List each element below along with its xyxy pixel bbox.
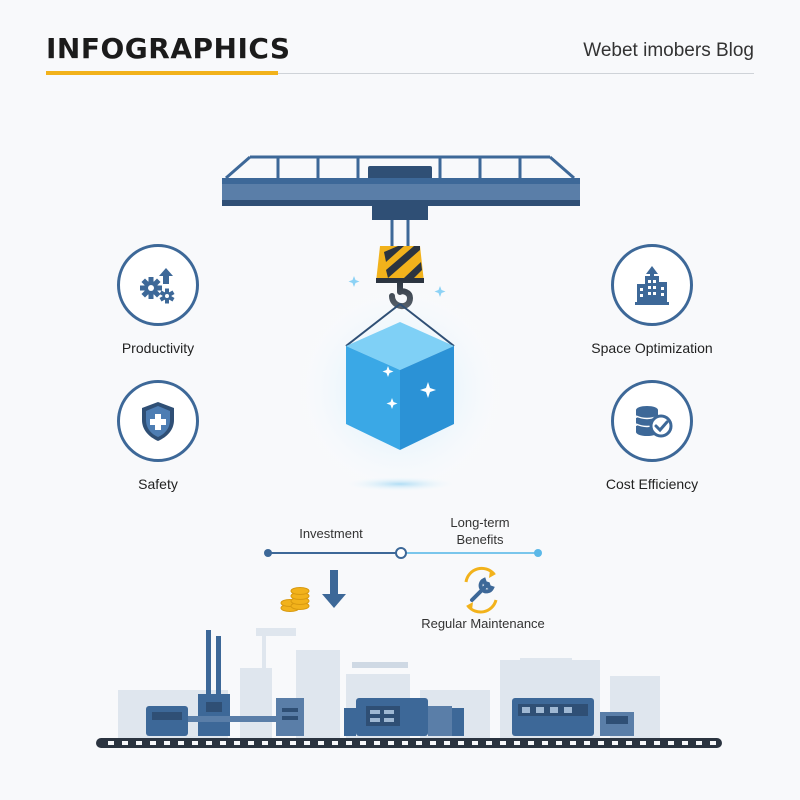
conveyor-roller [584, 741, 590, 745]
safety-circle [117, 380, 199, 462]
conveyor-roller [458, 741, 464, 745]
header-rule [46, 73, 754, 74]
conveyor-belt [96, 738, 722, 748]
conveyor-roller [332, 741, 338, 745]
conveyor-roller [262, 741, 268, 745]
conveyor-roller [528, 741, 534, 745]
conveyor-roller [486, 741, 492, 745]
timeline [264, 547, 542, 559]
conveyor-roller [696, 741, 702, 745]
conveyor-roller [318, 741, 324, 745]
factory-machines [146, 630, 634, 736]
long-term-line1: Long-term [450, 515, 510, 530]
arrow-down-icon [322, 570, 346, 608]
conveyor-roller [248, 741, 254, 745]
conveyor-roller [570, 741, 576, 745]
blog-name: Webet imobers Blog [583, 40, 754, 61]
conveyor-roller [500, 741, 506, 745]
cost-circle [611, 380, 693, 462]
conveyor-roller [150, 741, 156, 745]
cube-shadow [340, 476, 460, 492]
maintenance-label: Regular Maintenance [421, 616, 545, 631]
conveyor-roller [206, 741, 212, 745]
long-term-line2: Benefits [456, 532, 504, 547]
conveyor-roller [178, 741, 184, 745]
conveyor-roller [514, 741, 520, 745]
building-icon [635, 266, 669, 305]
productivity-circle [117, 244, 199, 326]
shield-icon [142, 402, 174, 441]
conveyor-roller [598, 741, 604, 745]
conveyor-roller [710, 741, 716, 745]
conveyor-roller [290, 741, 296, 745]
conveyor-roller [360, 741, 366, 745]
cargo-cube [346, 322, 454, 450]
conveyor-roller [374, 741, 380, 745]
space-circle [611, 244, 693, 326]
conveyor-roller [108, 741, 114, 745]
conveyor-roller [430, 741, 436, 745]
conveyor-roller [542, 741, 548, 745]
investment-label: Investment [299, 526, 363, 541]
gears-up-icon [140, 268, 175, 304]
long-term-benefits-label: Long-term Benefits [420, 514, 540, 548]
coins-check-icon [635, 406, 673, 438]
feature-cost-efficiency: Cost Efficiency [572, 380, 732, 492]
conveyor-roller [122, 741, 128, 745]
title-underline [46, 71, 278, 75]
coins-icon [280, 587, 310, 612]
conveyor-roller [346, 741, 352, 745]
crane-bridge [225, 155, 575, 180]
feature-safety: Safety [78, 380, 238, 492]
feature-label: Space Optimization [591, 340, 713, 356]
conveyor-roller [472, 741, 478, 745]
feature-label: Productivity [121, 340, 195, 356]
conveyor-roller [192, 741, 198, 745]
conveyor-roller [444, 741, 450, 745]
conveyor-roller [612, 741, 618, 745]
conveyor-roller [276, 741, 282, 745]
conveyor-roller [220, 741, 226, 745]
feature-space-optimization: Space Optimization [572, 244, 732, 356]
conveyor-roller [626, 741, 632, 745]
conveyor-roller [136, 741, 142, 745]
feature-label: Safety [138, 476, 178, 492]
conveyor-roller [640, 741, 646, 745]
conveyor-roller [682, 741, 688, 745]
conveyor-roller [556, 741, 562, 745]
conveyor-roller [402, 741, 408, 745]
feature-label: Cost Efficiency [605, 476, 699, 492]
maintenance-icon [464, 566, 498, 614]
conveyor-roller [416, 741, 422, 745]
conveyor-roller [164, 741, 170, 745]
conveyor-roller [234, 741, 240, 745]
conveyor-roller [654, 741, 660, 745]
page-title: INFOGRAPHICS [46, 32, 291, 65]
conveyor-roller [304, 741, 310, 745]
feature-productivity: Productivity [78, 244, 238, 356]
conveyor-roller [668, 741, 674, 745]
conveyor-roller [388, 741, 394, 745]
